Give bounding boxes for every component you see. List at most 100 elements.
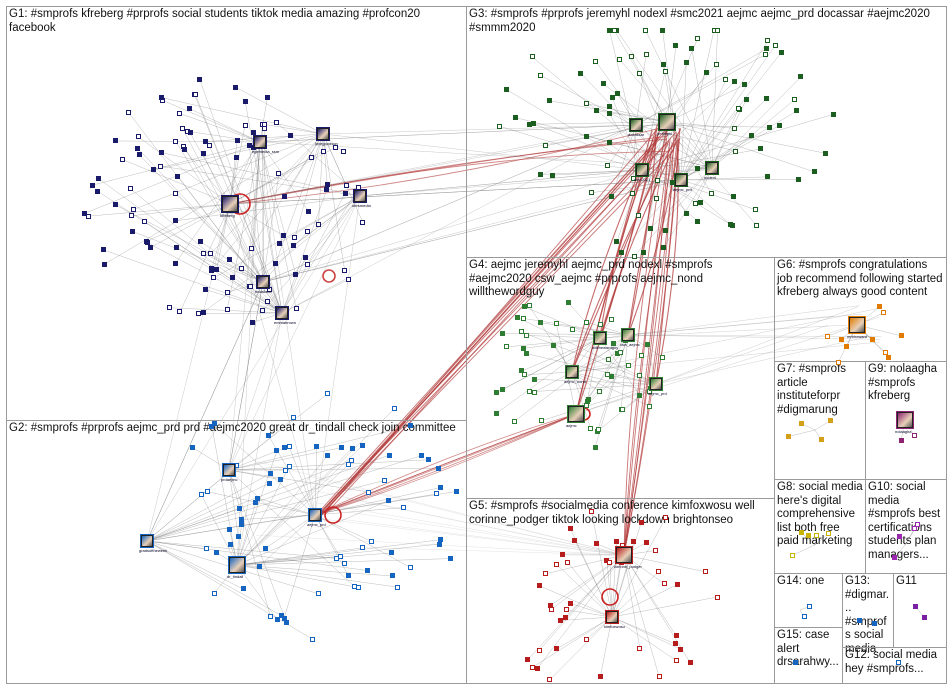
node [288, 133, 294, 139]
edge [250, 141, 261, 287]
node [631, 253, 637, 259]
edge [214, 423, 316, 516]
edge [235, 87, 324, 135]
node [730, 223, 736, 229]
node [291, 415, 297, 421]
node [565, 559, 571, 565]
hub-label: willthewordguy [592, 345, 619, 350]
edge [257, 497, 316, 516]
node [274, 448, 280, 454]
edge [229, 179, 682, 205]
edge [259, 141, 296, 275]
node [386, 452, 392, 458]
node [305, 208, 311, 214]
edge [228, 312, 283, 471]
node [338, 445, 344, 451]
node [765, 38, 771, 44]
edge [571, 352, 618, 373]
edge [619, 59, 713, 169]
edge [314, 413, 577, 516]
edge [211, 203, 231, 269]
edge [236, 445, 363, 566]
node [368, 538, 374, 544]
edge [162, 99, 261, 143]
edge [680, 29, 715, 181]
node [605, 163, 611, 169]
edge [229, 125, 246, 205]
node [656, 569, 662, 575]
node [144, 238, 150, 244]
node [86, 213, 92, 219]
node [857, 617, 863, 623]
edge [236, 500, 389, 566]
node [401, 505, 407, 511]
edge [228, 281, 264, 471]
node [743, 97, 749, 103]
edge [635, 124, 736, 152]
node [408, 565, 414, 571]
edge [236, 556, 341, 566]
node [537, 172, 543, 177]
edge [228, 447, 342, 471]
node [549, 606, 555, 612]
node [230, 274, 236, 280]
node [292, 235, 298, 241]
edge [627, 334, 882, 338]
node [532, 376, 538, 382]
node [211, 590, 217, 596]
edge [262, 124, 637, 283]
node [660, 27, 666, 33]
node [670, 179, 676, 185]
edge [603, 83, 713, 169]
edge [567, 562, 613, 618]
edge [244, 101, 283, 314]
edge [229, 203, 316, 516]
node [391, 406, 397, 412]
node [355, 185, 361, 191]
edge [641, 114, 834, 171]
edge [262, 231, 309, 283]
hub-label: csw_aejmc [620, 342, 640, 347]
edge [609, 562, 613, 618]
hub-label: docassar [628, 132, 645, 137]
edge [131, 203, 231, 217]
edge [211, 426, 238, 566]
hub-label: lovegoodson [315, 141, 338, 146]
node [554, 646, 560, 652]
node [234, 154, 240, 160]
group-g11-label: G11 [896, 575, 917, 587]
edge [138, 154, 264, 283]
edge [666, 45, 677, 123]
edge [88, 203, 231, 217]
node [272, 261, 278, 266]
edge [229, 140, 238, 205]
node [678, 646, 684, 652]
edge [146, 540, 337, 559]
edge [599, 123, 663, 339]
group-g1: G1: #smprofs kfreberg #prprofs social st… [6, 6, 467, 421]
node [276, 240, 282, 246]
group-g12-label: G12: social media hey #smprofs... [845, 649, 941, 675]
node [646, 388, 652, 394]
edge [229, 146, 336, 205]
node [595, 426, 601, 432]
node [342, 268, 348, 274]
group-g13-label: G13: #digmar... #smprofs social media [845, 575, 890, 655]
group-g5-label: G5: #smprofs #socialmedia conference kim… [469, 500, 758, 526]
node [653, 547, 659, 553]
hub-node [658, 113, 676, 131]
edge [650, 167, 713, 229]
edge [228, 469, 355, 587]
node [224, 289, 230, 295]
node [187, 130, 193, 136]
node [236, 506, 242, 512]
node [523, 332, 529, 338]
edge [320, 147, 657, 516]
edge [597, 383, 657, 432]
node [173, 138, 179, 144]
node [308, 155, 314, 161]
node [687, 659, 693, 665]
edge [575, 352, 622, 415]
node [523, 351, 529, 357]
edge [655, 335, 873, 385]
